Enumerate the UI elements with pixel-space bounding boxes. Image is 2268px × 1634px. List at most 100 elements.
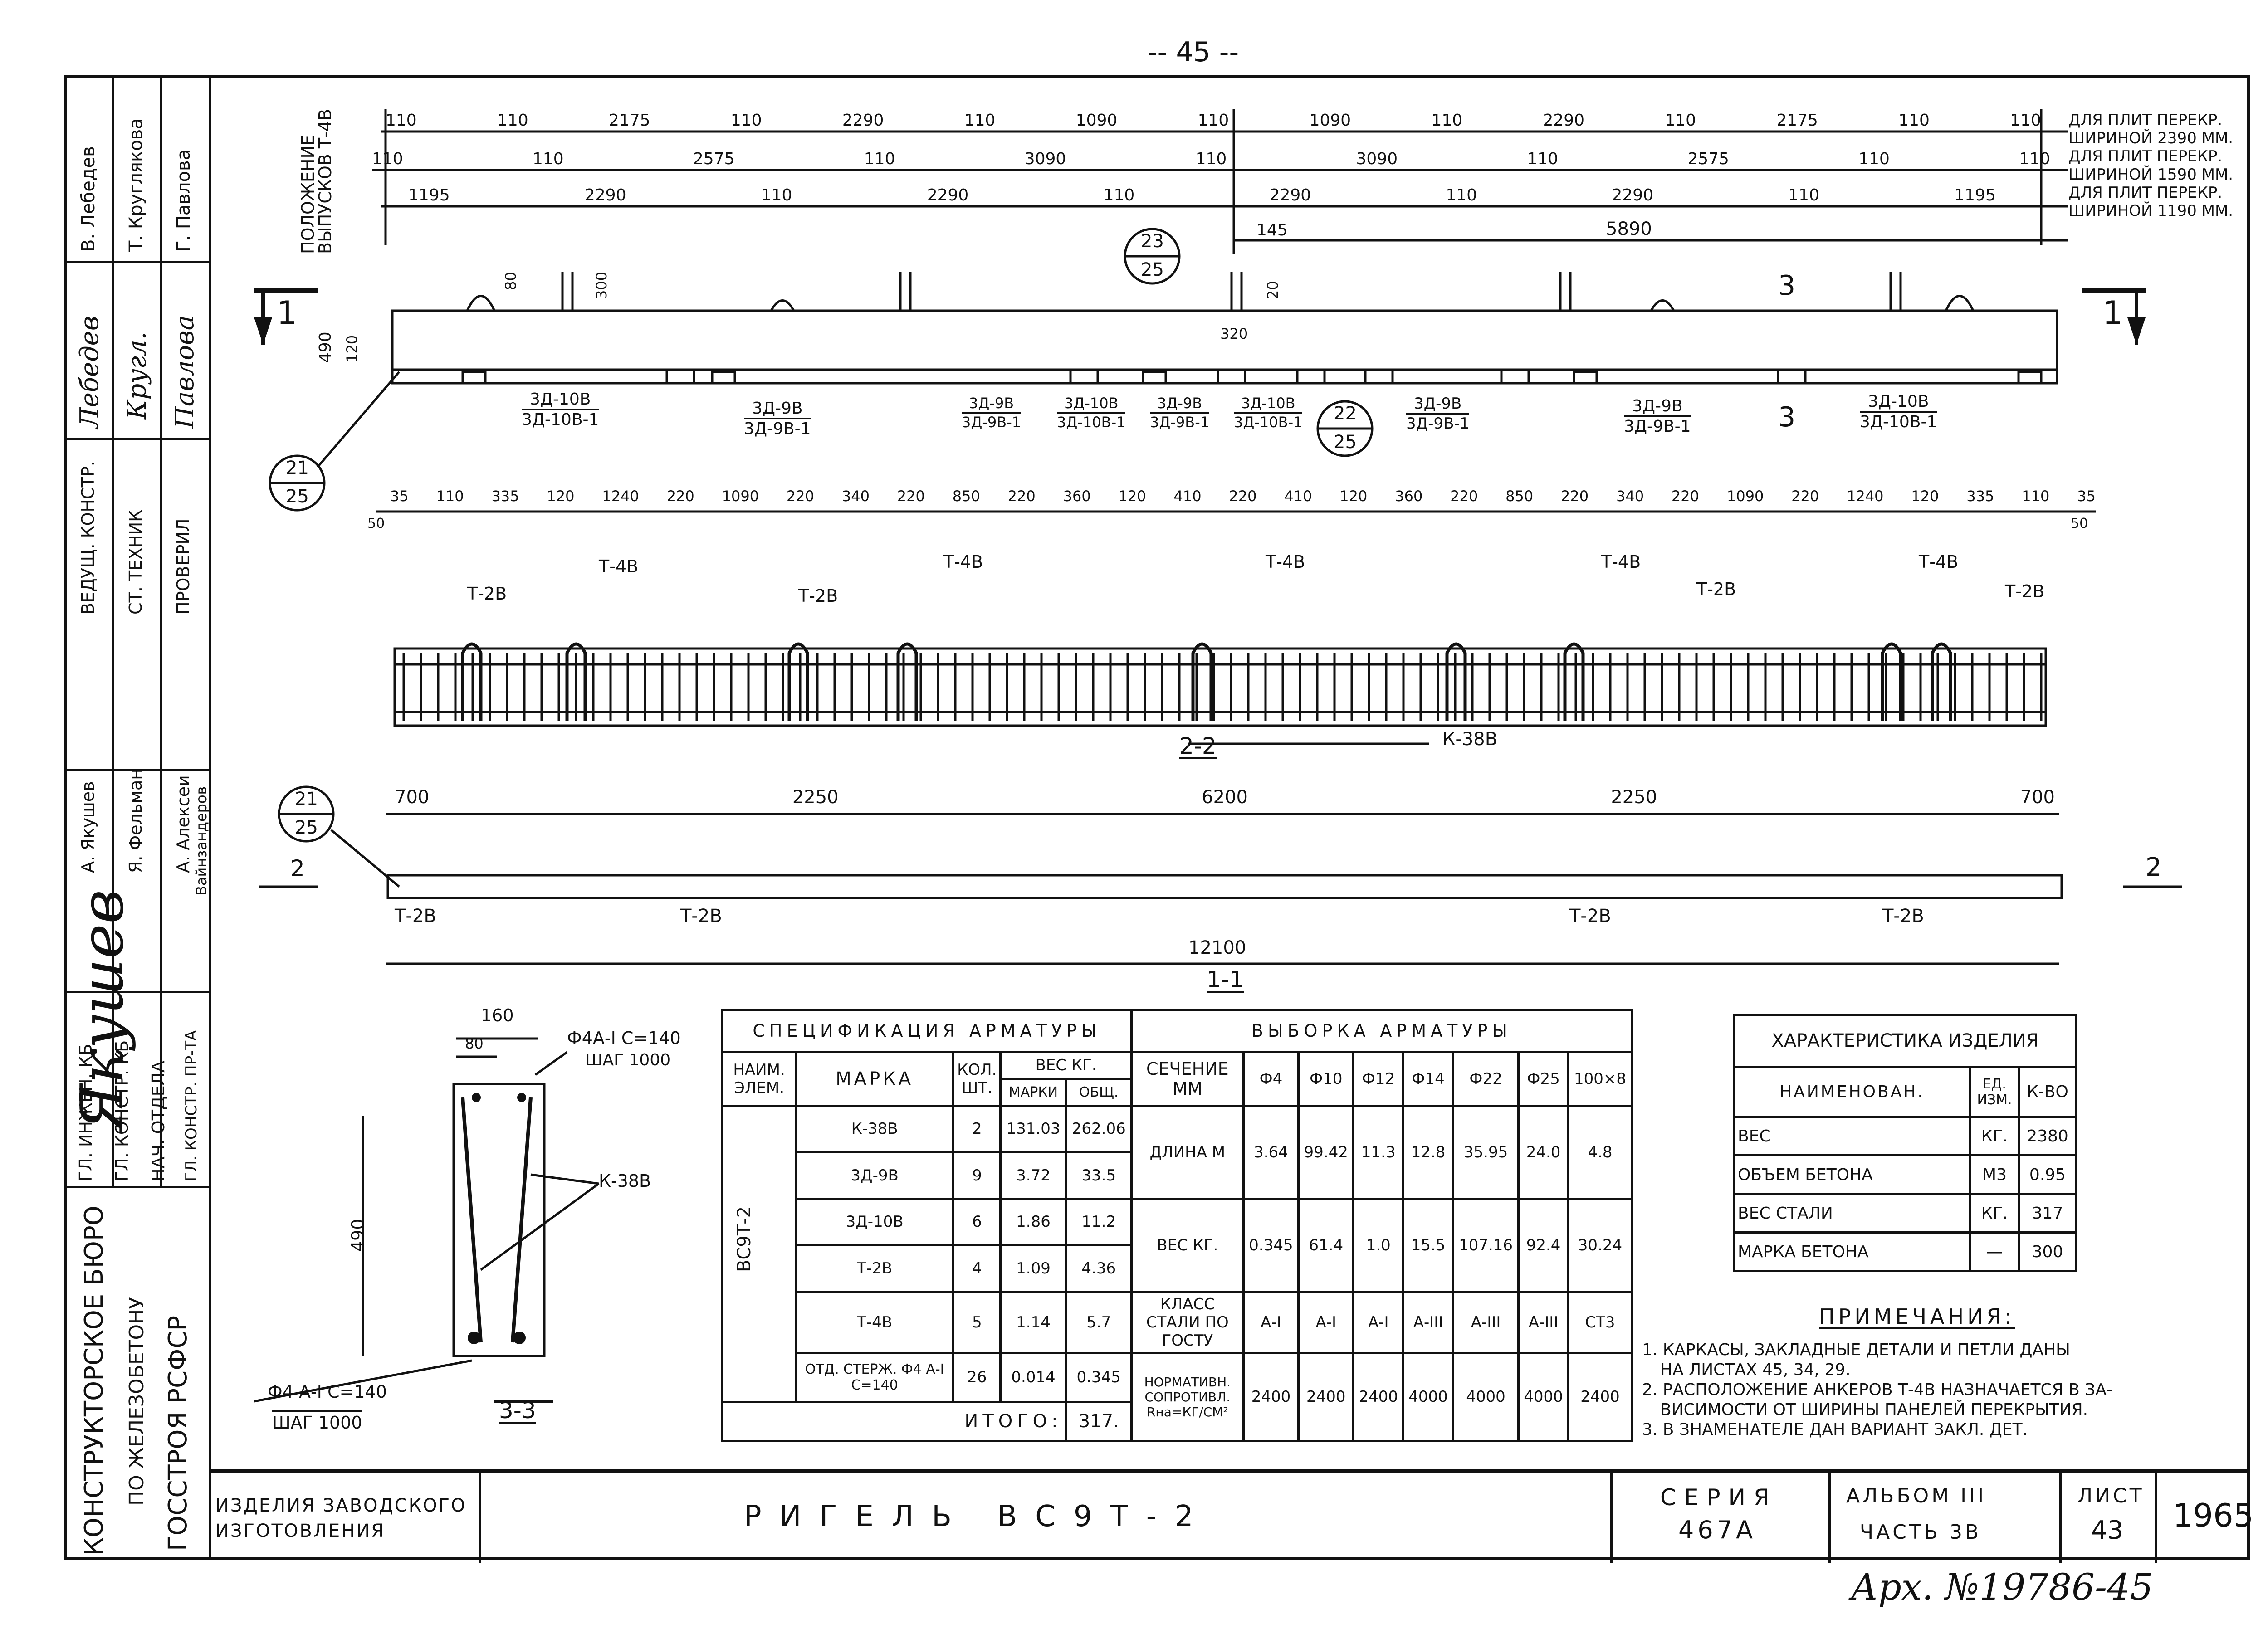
section-mark-1-left: 1 — [277, 294, 297, 332]
dim: 110 — [1198, 111, 1229, 130]
archive-number: Арх. №19786-45 — [1851, 1566, 2153, 1608]
dim-5890: 5890 — [1606, 219, 1652, 239]
sel-val: 35.95 — [1452, 1104, 1520, 1200]
dim: 110 — [2019, 150, 2050, 168]
char-table-wrap: ХАРАКТЕРИСТИКА ИЗДЕЛИЯ НАИМЕНОВАН. ЕД. И… — [1733, 1014, 2077, 1272]
dim-145: 145 — [1256, 221, 1288, 239]
product-name: РИГЕЛЬ ВС9Т-2 — [744, 1500, 1212, 1533]
sel-val: 0.345 — [1242, 1197, 1300, 1293]
sheet-label: ЛИСТ — [2077, 1484, 2145, 1507]
anchor-loop — [787, 642, 809, 721]
dim: 2290 — [1269, 186, 1311, 205]
anchor-loop — [896, 642, 918, 721]
dim: 110 — [1788, 186, 1819, 205]
dim: 110 — [1103, 186, 1135, 205]
note-line: ШИРИНОЙ 2390 ММ. — [2068, 129, 2234, 147]
sel-val: 15.5 — [1402, 1197, 1454, 1293]
sel-val: А-III — [1402, 1290, 1454, 1354]
dim-20: 20 — [1264, 281, 1281, 299]
mark: 3Д-10В — [795, 1197, 955, 1247]
sel-val: 12.8 — [1402, 1104, 1454, 1200]
plan-anchor-label: Т-2В — [395, 906, 436, 927]
title-block: ИЗДЕЛИЯ ЗАВОДСКОГО ИЗГОТОВЛЕНИЯ РИГЕЛЬ В… — [209, 1469, 2253, 1563]
dim: 2575 — [1687, 150, 1729, 168]
part: ЧАСТЬ 3В — [1860, 1521, 1982, 1544]
char-val: 300 — [2018, 1231, 2077, 1272]
dim: 1195 — [1954, 186, 1996, 205]
note-line: ВИСИМОСТИ ОТ ШИРИНЫ ПАНЕЛЕЙ ПЕРЕКРЫТИЯ. — [1660, 1400, 2088, 1419]
section-22-title: 2-2 — [1179, 733, 1217, 759]
s33-top-bar: Ф4А-I С=140 — [567, 1028, 681, 1048]
section-mark-2-right: 2 — [2146, 853, 2162, 882]
dim: 110 — [386, 111, 417, 130]
dim: 110 — [1431, 111, 1463, 130]
dim: 110 — [730, 111, 762, 130]
s33-sub: 80 — [465, 1035, 484, 1052]
w1: 1.09 — [999, 1244, 1067, 1293]
anchor-label: Т-4В — [943, 552, 983, 572]
dim: 110 — [1527, 150, 1559, 168]
callout-25a: 25 — [1141, 259, 1164, 280]
char-val: 0.95 — [2018, 1154, 2077, 1195]
s33-height: 490 — [348, 1219, 368, 1252]
dim: 110 — [964, 111, 996, 130]
sel-val: 1.0 — [1352, 1197, 1405, 1293]
spec-header: СПЕЦИФИКАЦИЯ АРМАТУРЫ — [721, 1009, 1133, 1053]
w1: 0.014 — [999, 1351, 1067, 1403]
note-line: 1. КАРКАСЫ, ЗАКЛАДНЫЕ ДЕТАЛИ И ПЕТЛИ ДАН… — [1642, 1341, 2070, 1359]
plan-anchor-label: Т-2В — [1882, 906, 1924, 927]
dim: 110 — [372, 150, 403, 168]
qty: 26 — [952, 1351, 1002, 1403]
section-mark-1-right: 1 — [2102, 294, 2123, 332]
dim-320: 320 — [1220, 325, 1248, 342]
w1: 131.03 — [999, 1104, 1067, 1154]
series-label: СЕРИЯ — [1660, 1484, 1778, 1511]
elem-cell: ВС9Т-2 — [721, 1104, 797, 1403]
note-line: 3. В ЗНАМЕНАТЕЛЕ ДАН ВАРИАНТ ЗАКЛ. ДЕТ. — [1642, 1420, 2028, 1439]
dim-120: 120 — [343, 335, 361, 363]
sel-val: 92.4 — [1517, 1197, 1569, 1293]
series-value: 467А — [1678, 1516, 1757, 1544]
sel-label: НОРМАТИВН. СОПРОТИВЛ. Rна=КГ/СМ² — [1130, 1351, 1245, 1443]
sel-val: А-III — [1452, 1290, 1520, 1354]
dim: 110 — [1898, 111, 1930, 130]
dim: 110 — [1446, 186, 1477, 205]
char-unit: КГ. — [1969, 1193, 2020, 1234]
callout-25c: 25 — [286, 486, 309, 507]
col-elem: НАИМ. ЭЛЕМ. — [721, 1050, 797, 1107]
char-unit: КГ. — [1969, 1116, 2020, 1156]
notes-body: 1. КАРКАСЫ, ЗАКЛАДНЫЕ ДЕТАЛИ И ПЕТЛИ ДАН… — [1642, 1340, 2112, 1440]
plan-11-callout-bot: 25 — [295, 817, 318, 838]
anchor-loop — [1931, 642, 1952, 721]
plan-11-title: 1-1 — [1207, 966, 1244, 993]
sel-val: 2400 — [1297, 1351, 1355, 1443]
dim: 2175 — [1776, 111, 1818, 130]
sel-val: 61.4 — [1297, 1197, 1355, 1293]
note-line: ДЛЯ ПЛИТ ПЕРЕКР. — [2068, 184, 2223, 202]
char-col-unit: ЕД. ИЗМ. — [1969, 1066, 2020, 1118]
anchor-label: Т-4В — [1919, 552, 1959, 572]
col-weight: ВЕС КГ. — [999, 1050, 1133, 1080]
sel-val: А-III — [1517, 1290, 1569, 1354]
sel-label: КЛАСС СТАЛИ ПО ГОСТУ — [1130, 1290, 1245, 1354]
qty: 2 — [952, 1104, 1002, 1154]
section-mark-3-top: 3 — [1778, 270, 1796, 302]
selection-header: ВЫБОРКА АРМАТУРЫ — [1130, 1009, 1633, 1053]
dim-300: 300 — [593, 271, 610, 299]
dim: 110 — [1195, 150, 1227, 168]
total-label: ИТОГО: — [721, 1400, 1067, 1443]
w2: 5.7 — [1065, 1290, 1133, 1354]
anchor-label: Т-2В — [467, 584, 507, 604]
sel-val: 30.24 — [1567, 1197, 1633, 1293]
col-section: СЕЧЕНИЕ ММ — [1130, 1050, 1245, 1107]
s33-width: 160 — [481, 1005, 514, 1025]
sel-val: 4.8 — [1567, 1104, 1633, 1200]
w1: 3.72 — [999, 1151, 1067, 1200]
anchor-loop — [1191, 642, 1213, 721]
anchor-loop — [1881, 642, 1902, 721]
notes-title: ПРИМЕЧАНИЯ: — [1819, 1304, 2015, 1329]
